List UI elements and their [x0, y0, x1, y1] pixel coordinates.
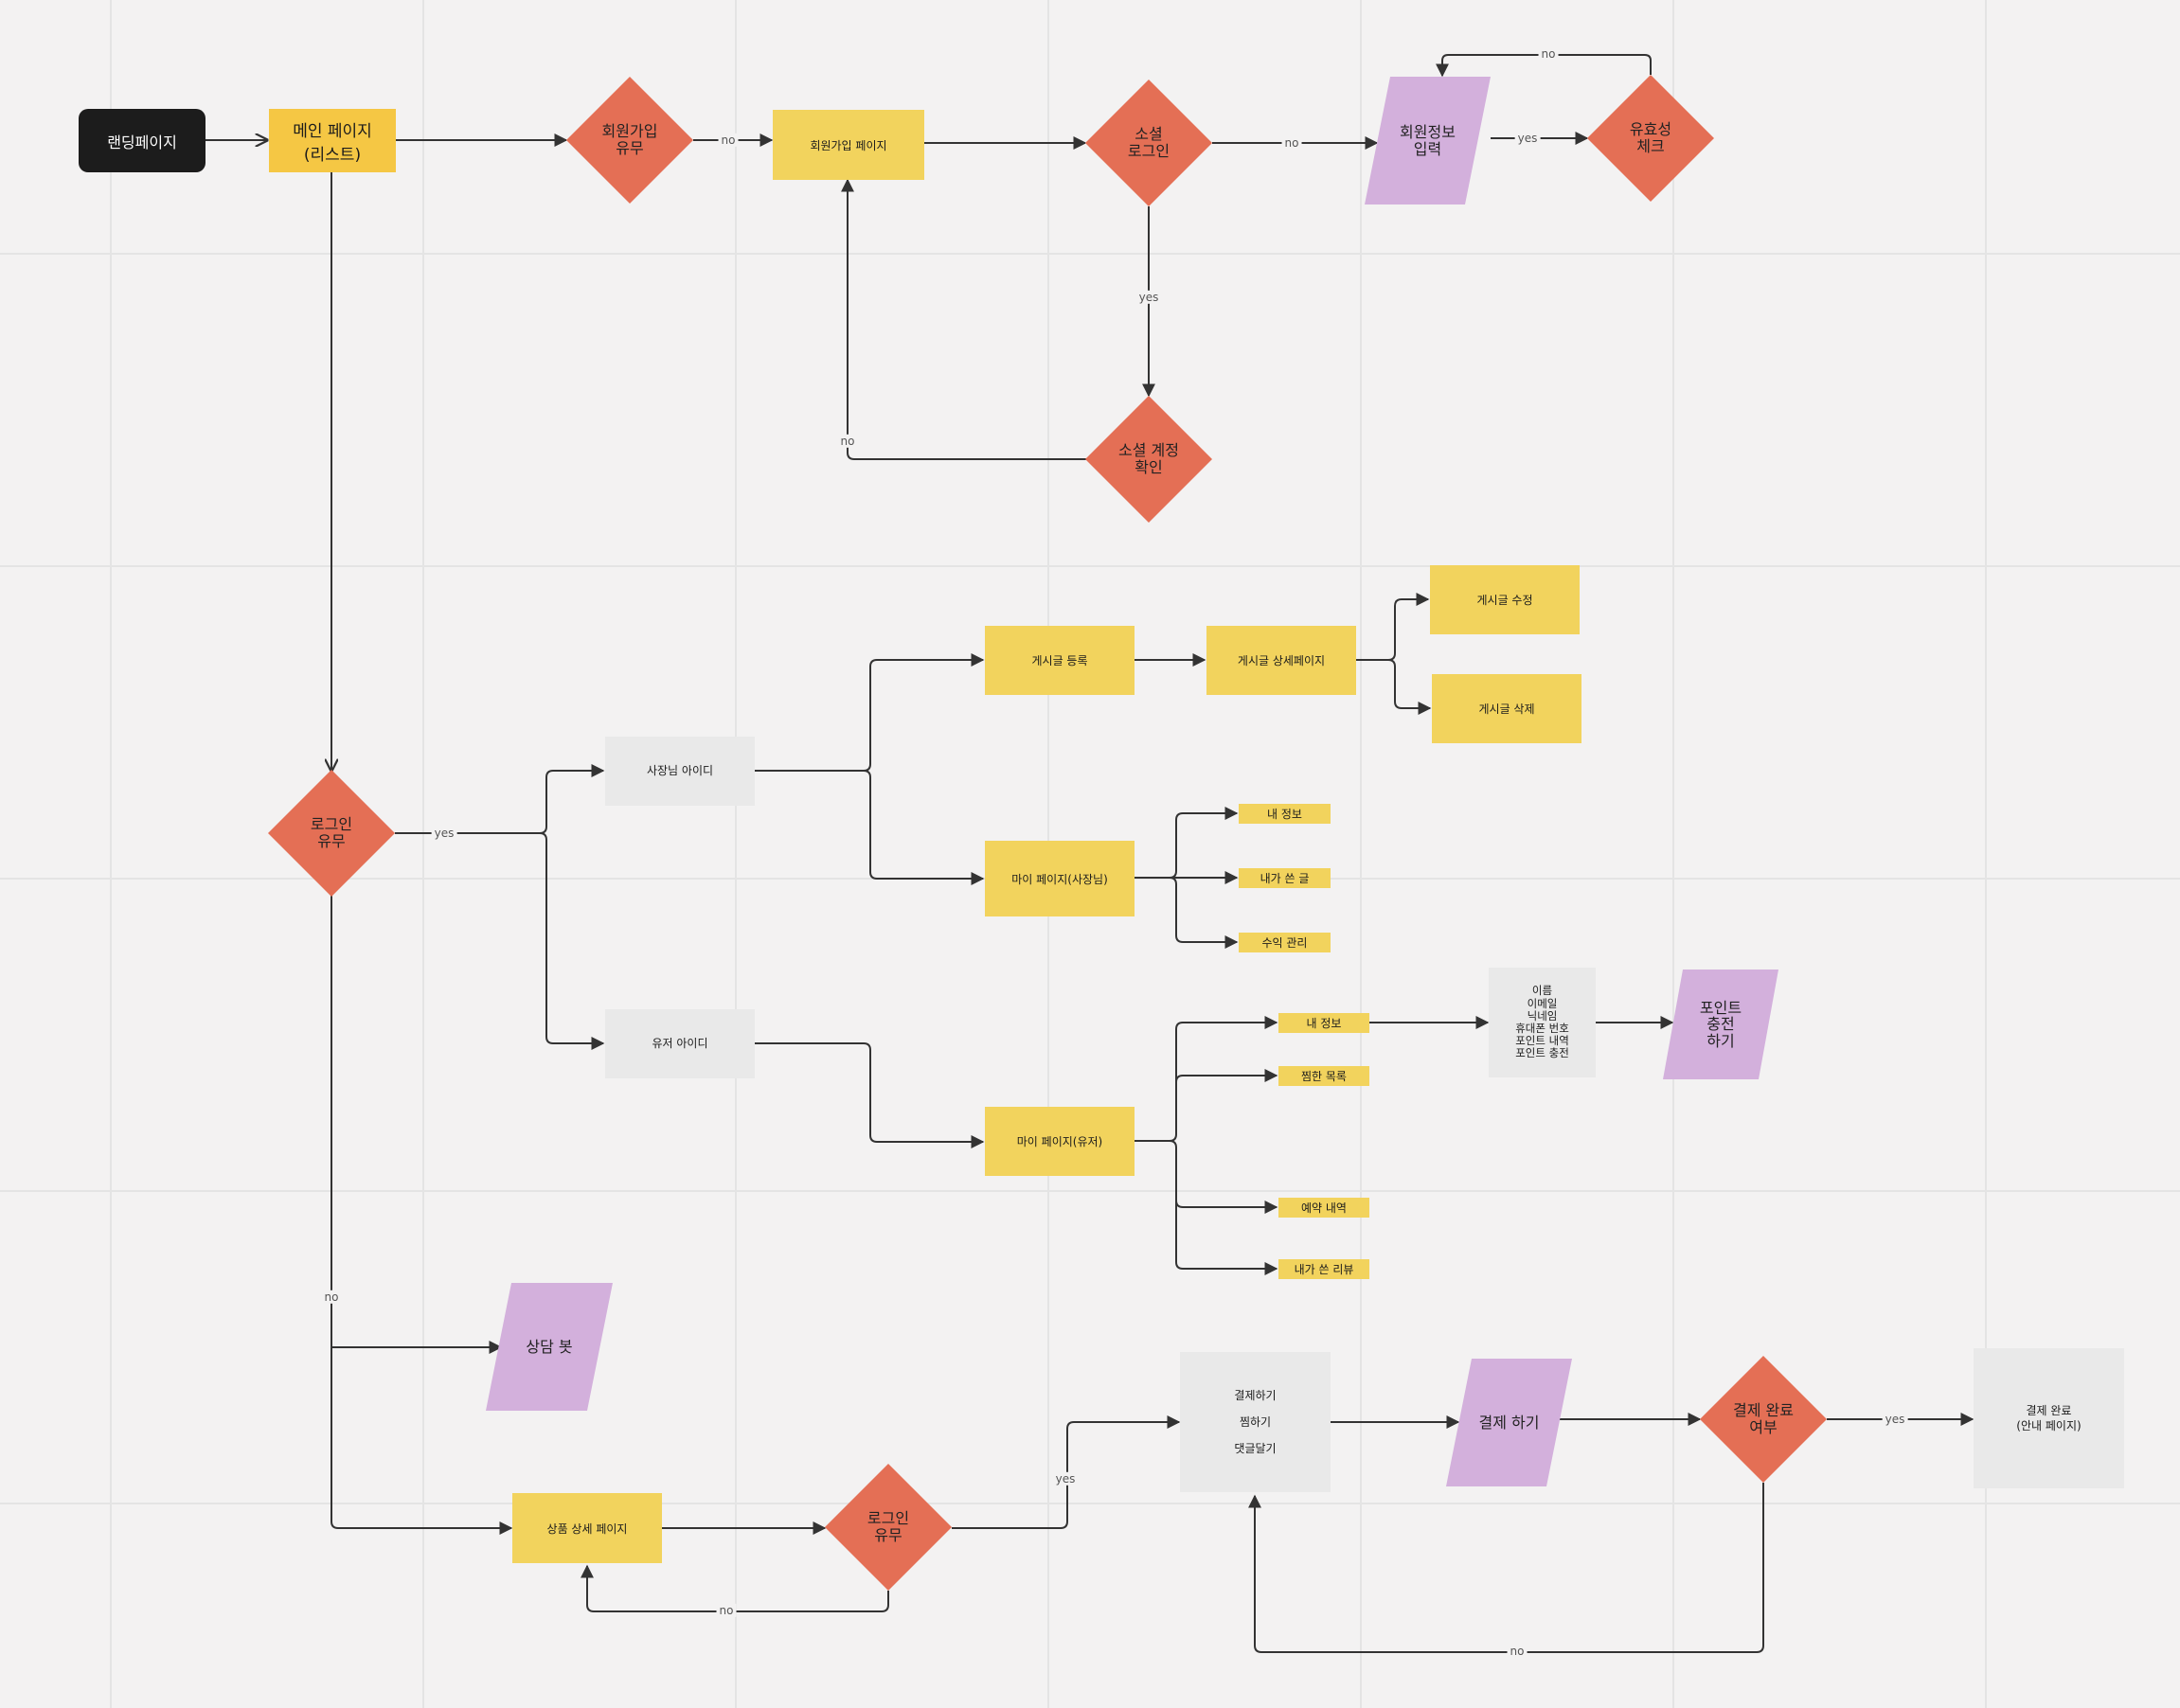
- action-wishlist[interactable]: 찜하기: [1239, 1414, 1272, 1429]
- pay-done-check-decision[interactable]: 결제 완료 여부: [1700, 1356, 1827, 1483]
- pay-io[interactable]: 결제 하기: [1446, 1359, 1572, 1486]
- edge-mypage-user-to-reviews: [1175, 1201, 1278, 1275]
- login-check-decision[interactable]: 로그인 유무: [268, 770, 395, 897]
- edge-label-signup-no: no: [718, 133, 739, 148]
- login-check2-label: 로그인 유무: [867, 1509, 910, 1544]
- validity-check-decision[interactable]: 유효성 체크: [1587, 75, 1714, 202]
- post-edit-node[interactable]: 게시글 수정: [1430, 565, 1580, 634]
- landing-page-node[interactable]: 랜딩페이지: [79, 109, 205, 172]
- post-delete-node[interactable]: 게시글 삭제: [1432, 674, 1581, 743]
- social-login-label: 소셜 로그인: [1127, 125, 1170, 160]
- signup-check-decision[interactable]: 회원가입 유무: [566, 77, 693, 204]
- social-login-decision[interactable]: 소셜 로그인: [1085, 80, 1212, 206]
- edge-label-social-yes: yes: [1135, 290, 1162, 305]
- owner-info-node[interactable]: 내 정보: [1239, 804, 1331, 824]
- edge-label-validity-no: no: [1538, 46, 1559, 62]
- action-pay[interactable]: 결제하기: [1234, 1388, 1277, 1402]
- edge-label-login-yes: yes: [431, 826, 457, 841]
- edge-detail-to-edit: [1356, 593, 1430, 661]
- login-check2-decision[interactable]: 로그인 유무: [825, 1464, 952, 1591]
- edge-account-no-to-signup-page: [841, 178, 1086, 460]
- edge-mypage-user-to-reservations: [1169, 1140, 1278, 1214]
- edge-mypage-owner-to-info: [1135, 807, 1239, 879]
- actions-node[interactable]: 결제하기 찜하기 댓글달기: [1180, 1352, 1331, 1492]
- edge-owner-to-mypage: [863, 770, 985, 885]
- user-reviews-node[interactable]: 내가 쓴 리뷰: [1278, 1259, 1369, 1279]
- owner-id-node[interactable]: 사장님 아이디: [605, 737, 755, 806]
- point-charge-io[interactable]: 포인트 충전 하기: [1663, 970, 1778, 1079]
- user-wishlist-node[interactable]: 찜한 목록: [1278, 1066, 1369, 1086]
- edge-label-account-no: no: [837, 434, 858, 449]
- chatbot-io[interactable]: 상담 봇: [486, 1283, 613, 1411]
- edge-mypage-owner-to-revenue: [1169, 877, 1239, 949]
- user-reservations-node[interactable]: 예약 내역: [1278, 1198, 1369, 1218]
- mypage-owner-node[interactable]: 마이 페이지(사장님): [985, 841, 1135, 916]
- edge-login-yes-to-user: [539, 832, 605, 1050]
- validity-check-label: 유효성 체크: [1629, 120, 1672, 155]
- edge-mypage-user-to-info: [1135, 1016, 1278, 1142]
- edge-detail-to-delete: [1387, 659, 1432, 715]
- signup-page-node[interactable]: 회원가입 페이지: [773, 110, 924, 180]
- user-id-node[interactable]: 유저 아이디: [605, 1009, 755, 1078]
- login-check-label: 로그인 유무: [310, 815, 353, 850]
- main-page-node[interactable]: 메인 페이지 (리스트): [269, 109, 396, 172]
- info-details-node[interactable]: 이름 이메일 닉네임 휴대폰 번호 포인트 내역 포인트 충전: [1489, 968, 1596, 1077]
- action-comment[interactable]: 댓글달기: [1234, 1442, 1277, 1456]
- post-detail-node[interactable]: 게시글 상세페이지: [1206, 626, 1356, 695]
- edge-login-yes-trunk: [395, 764, 605, 834]
- owner-posts-node[interactable]: 내가 쓴 글: [1239, 868, 1331, 888]
- pay-done-node[interactable]: 결제 완료 (안내 페이지): [1974, 1348, 2124, 1488]
- pay-done-check-label: 결제 완료 여부: [1733, 1401, 1794, 1436]
- point-charge-label: 포인트 충전 하기: [1699, 998, 1742, 1050]
- social-account-decision[interactable]: 소셜 계정 확인: [1085, 396, 1212, 523]
- edge-label-login2-yes: yes: [1052, 1471, 1079, 1486]
- owner-revenue-node[interactable]: 수익 관리: [1239, 933, 1331, 952]
- product-detail-node[interactable]: 상품 상세 페이지: [512, 1493, 662, 1563]
- edge-label-paid-no: no: [1507, 1644, 1528, 1659]
- social-account-label: 소셜 계정 확인: [1118, 441, 1179, 476]
- edge-label-member-yes: yes: [1514, 131, 1541, 146]
- signup-check-label: 회원가입 유무: [601, 122, 658, 157]
- post-register-node[interactable]: 게시글 등록: [985, 626, 1135, 695]
- edge-login-no-trunk: [331, 896, 513, 1535]
- edge-mypage-user-to-wishlist: [1175, 1069, 1278, 1134]
- edge-label-social-no: no: [1281, 135, 1302, 151]
- user-info-node[interactable]: 내 정보: [1278, 1013, 1369, 1033]
- edge-done-check-no-to-actions: [1248, 1483, 1764, 1653]
- mypage-user-node[interactable]: 마이 페이지(유저): [985, 1107, 1135, 1176]
- edge-owner-to-post-register: [755, 653, 985, 772]
- edge-label-login-no: no: [321, 1290, 342, 1305]
- edge-login2-no-to-product: [581, 1564, 889, 1612]
- pay-label: 결제 하기: [1478, 1413, 1540, 1432]
- edge-label-paid-yes: yes: [1882, 1412, 1908, 1427]
- edge-label-login2-no: no: [716, 1603, 737, 1618]
- member-input-io[interactable]: 회원정보 입력: [1365, 77, 1491, 205]
- edge-user-to-mypage: [755, 1042, 985, 1148]
- member-input-label: 회원정보 입력: [1400, 122, 1456, 158]
- chatbot-label: 상담 봇: [526, 1337, 573, 1356]
